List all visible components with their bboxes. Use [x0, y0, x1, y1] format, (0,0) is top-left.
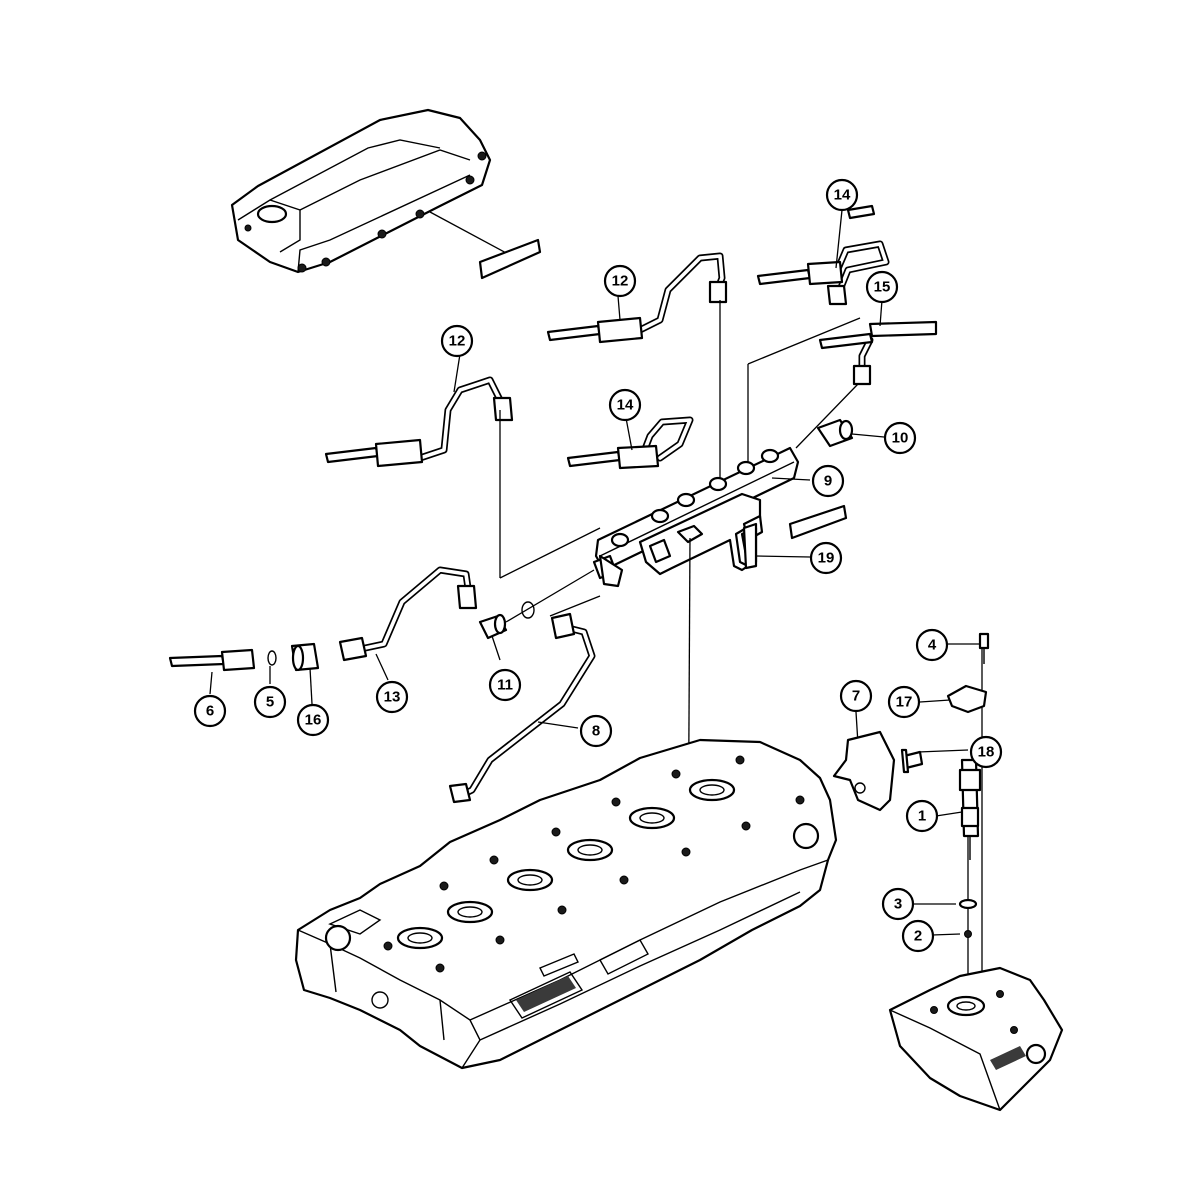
cover-label-strip	[429, 211, 542, 280]
callout-3: 3	[881, 887, 915, 921]
callout-16-label: 16	[305, 712, 322, 729]
callout-14-middle: 14	[608, 388, 642, 422]
cylinder-head	[294, 738, 838, 1070]
callout-10: 10	[883, 421, 917, 455]
callout-14-middle-label: 14	[617, 397, 634, 414]
callout-11-label: 11	[497, 677, 513, 694]
rail-plug	[478, 569, 595, 661]
callout-14-upper-label: 14	[834, 187, 851, 204]
callout-3-label: 3	[894, 896, 902, 913]
callout-2-label: 2	[914, 928, 922, 945]
fuel-rail	[592, 446, 800, 588]
callout-6: 6	[193, 694, 227, 728]
callout-15: 15	[865, 270, 899, 304]
callout-14-upper: 14	[825, 178, 859, 212]
callout-13-label: 13	[384, 689, 401, 706]
callout-1-label: 1	[918, 808, 926, 825]
callout-10-label: 10	[892, 430, 909, 447]
callout-4-label: 4	[928, 637, 937, 654]
callout-16: 16	[296, 703, 330, 737]
callout-8-label: 8	[592, 723, 600, 740]
callout-12-upper-label: 12	[612, 273, 629, 290]
callout-7-label: 7	[852, 688, 860, 705]
callout-12-left-label: 12	[449, 333, 466, 350]
callout-8: 8	[579, 714, 613, 748]
cylinder-head-detail	[888, 966, 1064, 1112]
injector-bracket	[832, 684, 988, 812]
callout-4: 4	[915, 628, 949, 662]
callout-12-left: 12	[440, 324, 474, 358]
rail-label-strip	[788, 504, 848, 540]
callout-17: 17	[887, 685, 921, 719]
callout-9-label: 9	[824, 473, 832, 490]
callout-13: 13	[375, 680, 409, 714]
callout-1: 1	[905, 799, 939, 833]
callout-15-label: 15	[874, 279, 891, 296]
callout-11: 11	[488, 668, 522, 702]
callout-5-label: 5	[266, 694, 274, 711]
callout-19-label: 19	[818, 550, 835, 567]
callout-9: 9	[811, 464, 845, 498]
callout-6-label: 6	[206, 703, 214, 720]
connector-tubes	[168, 642, 320, 672]
injector	[958, 632, 990, 938]
line-tips	[324, 204, 938, 470]
callout-18-label: 18	[978, 744, 995, 761]
fuel-lines	[338, 240, 890, 804]
fuel-pressure-sensor	[816, 418, 885, 448]
callout-12-upper: 12	[603, 264, 637, 298]
callout-18: 18	[969, 735, 1003, 769]
rail-bolt	[742, 522, 811, 570]
callout-19: 19	[809, 541, 843, 575]
engine-cover	[230, 108, 492, 274]
callout-7: 7	[839, 679, 873, 713]
callout-2: 2	[901, 919, 935, 953]
callout-17-label: 17	[896, 694, 913, 711]
callout-5: 5	[253, 685, 287, 719]
